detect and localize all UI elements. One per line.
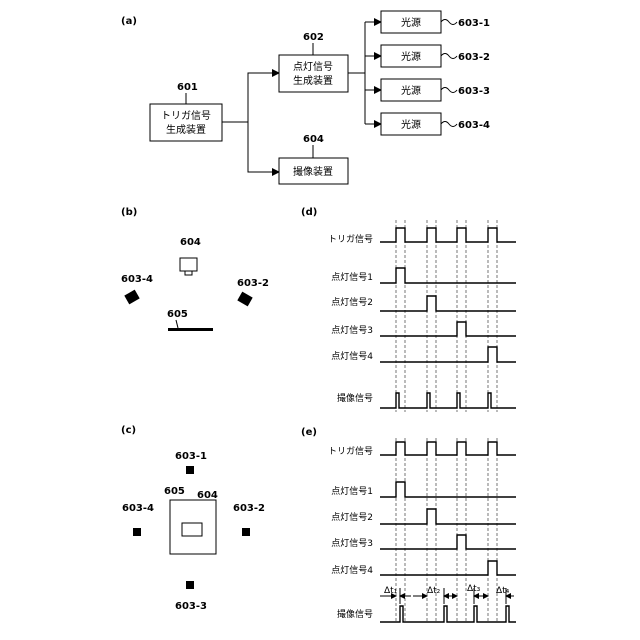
panel-label-d: (d) [301,207,317,218]
timing-e-guides [396,438,497,622]
timing-d-wave-light2 [380,296,516,311]
timing-e-wave-trigger [380,442,516,455]
lighting-box-line2: 生成装置 [293,74,333,87]
timing-d-guides [396,220,497,412]
lighting-ref: 602 [303,32,324,43]
panel-label-e: (e) [301,427,317,438]
top-light-bottom-icon [186,581,194,589]
light-ref-4: 603-4 [458,120,490,131]
timing-d-wave-light4 [380,347,516,362]
edge-trigger-to-imaging [248,122,279,172]
side-stage-ref: 605 [167,309,188,320]
top-light-top-ref: 603-1 [175,451,207,462]
light-source-label-2: 光源 [401,50,421,63]
light-source-box-2: 光源 [381,45,441,67]
trigger-box-line1: トリガ信号 [161,110,211,122]
light-source-box-1: 光源 [381,11,441,33]
timing-e-delta-2-label: Δt₂ [427,586,441,596]
side-right-light-ref: 603-2 [237,278,269,289]
side-camera-ref: 604 [180,237,201,248]
timing-e-label-trigger: トリガ信号 [328,445,373,457]
top-left-light-ref: 603-4 [122,503,154,514]
panel-label-a: (a) [121,16,137,27]
timing-e-label-light3: 点灯信号3 [331,537,373,549]
top-camera-ref: 604 [197,490,218,501]
trigger-ref: 601 [177,82,198,93]
light-ref-2: 603-2 [458,52,490,63]
light-2-leader [441,54,457,59]
timing-e-delta-1-label: Δt₁ [384,586,398,596]
timing-d-label-trigger: トリガ信号 [328,233,373,245]
light-3-leader [441,88,457,93]
light-ref-1: 603-1 [458,18,490,29]
timing-e-wave-light1 [380,482,516,497]
side-stage-icon [168,328,213,331]
timing-d-label-light3: 点灯信号3 [331,324,373,336]
timing-d-wave-light3 [380,322,516,336]
edge-trigger-to-lighting [222,73,279,122]
trigger-generator-box: トリガ信号 生成装置 [150,104,222,141]
timing-e-label-imaging: 撮像信号 [337,608,373,620]
timing-e-label-light2: 点灯信号2 [331,511,373,523]
timing-e-label-light1: 点灯信号1 [331,485,373,497]
top-right-light-ref: 603-2 [233,503,265,514]
light-source-box-4: 光源 [381,113,441,135]
light-source-box-3: 光源 [381,79,441,101]
light-4-leader [441,122,457,127]
side-left-light-icon [124,290,139,305]
timing-e-delta-4-label: Δt₄ [496,586,510,596]
timing-d-label-light4: 点灯信号4 [331,350,373,362]
timing-e-label-light4: 点灯信号4 [331,564,373,576]
light-source-label-3: 光源 [401,84,421,97]
timing-d-wave-trigger [380,228,516,242]
timing-e-wave-light2 [380,509,516,524]
timing-e-wave-imaging [380,606,516,622]
top-left-light-icon [133,528,141,536]
top-right-light-icon [242,528,250,536]
side-right-light-icon [237,292,252,307]
light-1-leader [441,20,457,25]
side-stage-leader [176,320,178,328]
timing-d-wave-light1 [380,268,516,283]
top-stage-ref: 605 [164,486,185,497]
timing-e-delta-3-label: Δt₃ [467,584,481,594]
panel-label-b: (b) [121,207,137,218]
timing-d-label-light2: 点灯信号2 [331,296,373,308]
panel-label-c: (c) [121,425,136,436]
imaging-device-box: 撮像装置 [279,158,348,184]
timing-d-label-light1: 点灯信号1 [331,271,373,283]
imaging-ref: 604 [303,134,324,145]
top-light-top-icon [186,466,194,474]
timing-d-label-imaging: 撮像信号 [337,392,373,404]
light-ref-3: 603-3 [458,86,490,97]
side-left-light-ref: 603-4 [121,274,153,285]
timing-d-wave-imaging [380,393,516,408]
lighting-generator-box: 点灯信号 生成装置 [279,55,348,92]
trigger-box-line2: 生成装置 [166,123,206,136]
side-camera-icon [180,258,197,275]
timing-e-wave-light4 [380,561,516,575]
lighting-box-line1: 点灯信号 [293,61,333,73]
top-light-bottom-ref: 603-3 [175,601,207,612]
light-source-label-1: 光源 [401,16,421,29]
imaging-box-label: 撮像装置 [293,165,333,178]
light-source-label-4: 光源 [401,118,421,131]
top-camera-icon [182,523,202,536]
timing-e-wave-light3 [380,535,516,549]
